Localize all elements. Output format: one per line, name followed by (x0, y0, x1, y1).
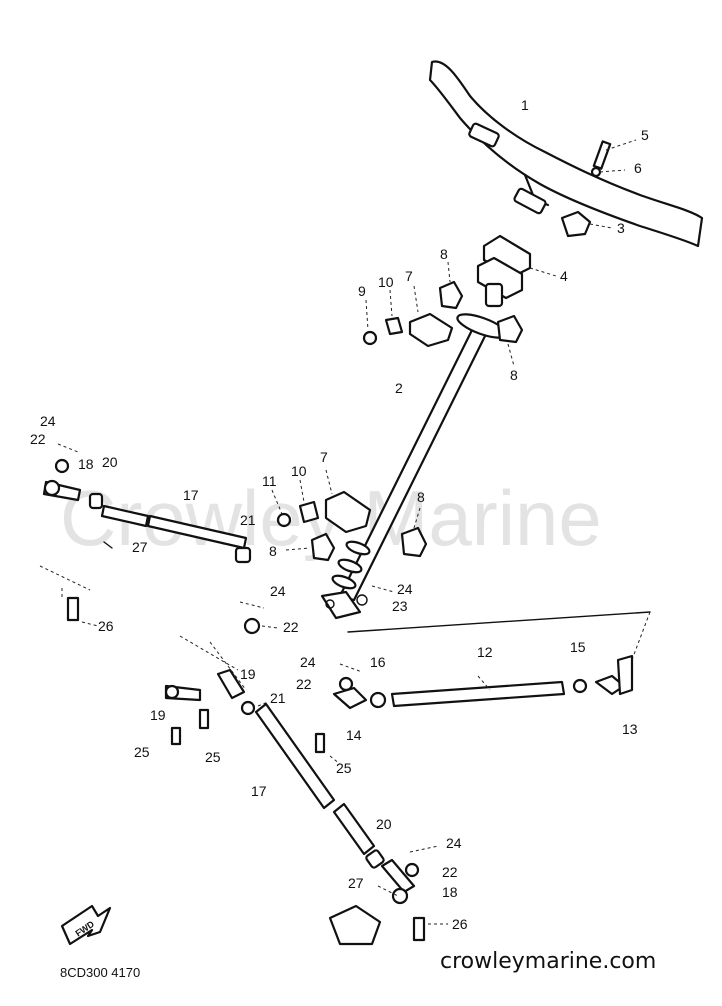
holder-8-upper (438, 280, 464, 310)
right-tie-rod-12 (314, 654, 634, 765)
callout-22-c: 22 (296, 676, 312, 692)
bracket-7-upper (408, 312, 454, 348)
callout-8-d: 8 (269, 543, 277, 559)
callout-26-upper: 26 (98, 618, 114, 634)
callout-22-b: 22 (283, 619, 299, 635)
callout-25-c: 25 (336, 760, 352, 776)
callout-17-lower: 17 (251, 783, 267, 799)
callout-2: 2 (395, 380, 403, 396)
bracket-7-lower (324, 490, 372, 534)
callout-9: 9 (358, 283, 366, 299)
lower-tie-rod-17 (254, 702, 448, 946)
callout-17-upper: 17 (183, 487, 199, 503)
callout-7-lower: 7 (320, 449, 328, 465)
callout-12: 12 (477, 644, 493, 660)
nut-22-lower (404, 862, 420, 878)
callout-4: 4 (560, 268, 568, 284)
callout-24-a: 24 (40, 413, 56, 429)
callout-22-a: 22 (30, 431, 46, 447)
callout-24-c: 24 (270, 583, 286, 599)
drawing-code: 8CD300 4170 (60, 965, 140, 980)
nut-22-mid (243, 617, 261, 635)
callout-23: 23 (392, 598, 408, 614)
callout-24-b: 24 (397, 581, 413, 597)
callout-16: 16 (370, 654, 386, 670)
handlebar-bracket-lower (513, 187, 547, 215)
holder-3 (560, 210, 592, 238)
callout-15: 15 (570, 639, 586, 655)
nut-9 (362, 330, 378, 346)
callout-25-a: 25 (134, 744, 150, 760)
callout-18-lower: 18 (442, 884, 458, 900)
nut-21-upper (234, 546, 252, 564)
nut-10-lower (298, 500, 320, 524)
nut-21-lower (240, 700, 256, 716)
callout-21-lower: 21 (270, 690, 286, 706)
bolt-25-right (314, 732, 326, 754)
callout-22-d: 22 (442, 864, 458, 880)
callout-27-lower: 27 (348, 875, 364, 891)
callout-7-upper: 7 (405, 268, 413, 284)
callout-18-upper: 18 (78, 456, 94, 472)
callout-24-d: 24 (300, 654, 316, 670)
steering-column (320, 313, 651, 666)
callout-24-e: 24 (446, 835, 462, 851)
washer-6 (590, 166, 602, 178)
callout-25-b: 25 (205, 749, 221, 765)
callout-14: 14 (346, 727, 362, 743)
mount-bracket (328, 904, 382, 946)
callout-20-lower: 20 (376, 816, 392, 832)
callout-19-left: 19 (150, 707, 166, 723)
washer-20-upper (88, 492, 104, 510)
bolt-25-mid (198, 708, 210, 730)
bolt-25-left (170, 726, 182, 746)
bolt-5 (592, 140, 612, 170)
callout-1: 1 (521, 97, 529, 113)
steering-arm (320, 590, 362, 620)
callout-labels: 1 2 3 4 5 6 7 7 8 8 8 8 9 10 10 11 12 13… (30, 97, 649, 932)
callout-13: 13 (622, 721, 638, 737)
nut-10-upper (384, 316, 404, 336)
callout-6: 6 (634, 160, 642, 176)
callout-20-upper: 20 (102, 454, 118, 470)
handlebar (428, 60, 704, 248)
handlebar-bracket-upper (468, 122, 500, 148)
bolt-26-upper (66, 596, 80, 622)
holder-8-upper-right (496, 314, 524, 344)
lower-linkage (164, 601, 279, 746)
washer-15 (572, 678, 588, 694)
nut-22-upper (54, 458, 70, 474)
holder-8-lower-left (310, 532, 336, 562)
callout-5: 5 (641, 127, 649, 143)
site-name: crowleymarine.com (440, 949, 656, 974)
callout-8-a: 8 (440, 246, 448, 262)
bolt-11 (276, 512, 292, 528)
pitman-19 (216, 668, 246, 700)
callout-10-lower: 10 (291, 463, 307, 479)
callout-8-c: 8 (417, 489, 425, 505)
callout-26-lower: 26 (452, 916, 468, 932)
rod-end-14 (332, 686, 368, 710)
forward-arrow-icon: FWD (60, 904, 112, 946)
rod-end-18-lower (380, 858, 416, 894)
callout-21-upper: 21 (240, 512, 256, 528)
callout-19-right: 19 (240, 666, 256, 682)
washer-20-lower (365, 849, 385, 869)
nut-22-right (338, 676, 354, 692)
bolt-26-lower (412, 916, 426, 942)
callout-8-b: 8 (510, 367, 518, 383)
upper-tie-rod-17 (39, 443, 252, 627)
callout-27-upper: 27 (132, 539, 148, 555)
callout-10-upper: 10 (378, 274, 394, 290)
column-clamp-4 (476, 234, 532, 308)
washer-16 (369, 691, 387, 709)
callout-11: 11 (262, 473, 277, 489)
callout-3: 3 (617, 220, 625, 236)
holder-8-lower-right (400, 526, 428, 558)
